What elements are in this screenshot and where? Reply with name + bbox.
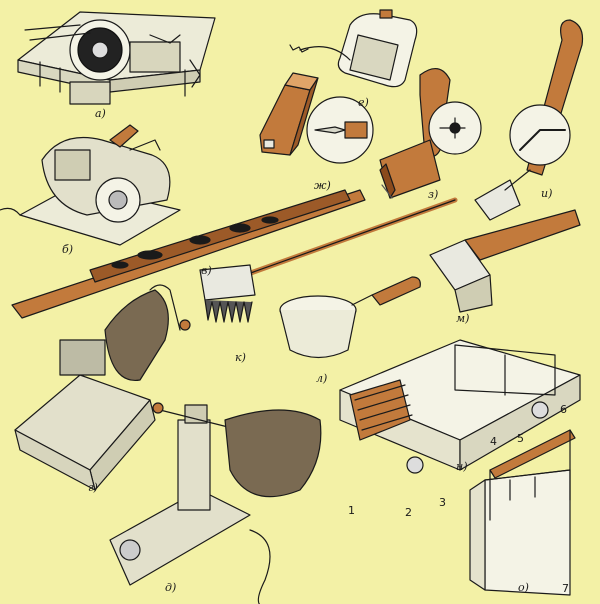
figure-label-v: в) bbox=[201, 264, 212, 277]
figure-label-e: е) bbox=[358, 96, 369, 109]
part-number-5: 5 bbox=[517, 432, 524, 445]
figure-label-z: з) bbox=[428, 188, 439, 201]
figure-label-i: и) bbox=[541, 187, 553, 200]
figure-label-d: д) bbox=[165, 581, 177, 594]
toothed-scraper-drawing bbox=[199, 197, 458, 323]
hand-circular-saw-drawing bbox=[0, 124, 181, 246]
mallet-drawing bbox=[429, 209, 581, 313]
figure-label-b: б) bbox=[62, 243, 74, 256]
figure-label-n: н) bbox=[456, 460, 468, 473]
cycle-scraper-drawing bbox=[379, 68, 482, 199]
jointer-plane-drawing bbox=[11, 189, 366, 319]
figure-label-k: к) bbox=[235, 351, 246, 364]
part-number-2: 2 bbox=[405, 506, 412, 519]
tool-box-drawing bbox=[339, 339, 581, 474]
carry-tray-drawing bbox=[469, 429, 576, 596]
part-number-7: 7 bbox=[562, 582, 569, 595]
part-number-3: 3 bbox=[439, 496, 446, 509]
figure-label-l: л) bbox=[316, 372, 328, 385]
block-scraper-drawing bbox=[259, 72, 374, 164]
planer-machine-drawing bbox=[14, 284, 191, 491]
circular-saw-table-drawing bbox=[17, 11, 216, 105]
figure-label-g: г) bbox=[88, 481, 98, 494]
figure-label-m: м) bbox=[456, 312, 470, 325]
figure-label-a: а) bbox=[95, 107, 106, 120]
glue-pot-drawing bbox=[279, 276, 421, 359]
figure-label-o: о) bbox=[518, 581, 529, 594]
part-number-6: 6 bbox=[560, 403, 567, 416]
figure-label-zh: ж) bbox=[314, 179, 331, 192]
long-scraper-drawing bbox=[474, 19, 584, 221]
part-number-4: 4 bbox=[490, 435, 497, 448]
part-number-1: 1 bbox=[348, 504, 355, 517]
sanding-pad-drawing bbox=[289, 9, 418, 88]
floor-grinder-drawing bbox=[109, 402, 322, 604]
